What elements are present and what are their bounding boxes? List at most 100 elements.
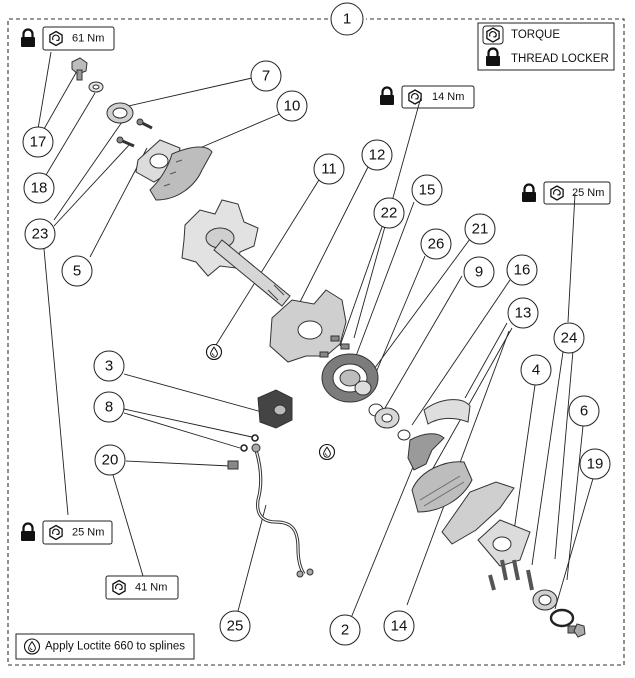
part-11-drive-sprocket [181,199,291,307]
part-15-brake-disc [321,353,379,403]
loctite-note-text: Apply Loctite 660 to splines [45,641,185,653]
loctite-drop-icon [23,638,41,655]
part-12-sprocket [269,289,347,363]
lock-icon [19,522,37,543]
part-2-bracket [407,433,445,471]
torque-value: 61 Nm [72,33,104,45]
part-23-screws [116,118,153,148]
lock-icon [19,28,37,49]
svg-text:6: 6 [580,403,588,420]
legend-thread-locker-label: THREAD LOCKER [511,53,609,65]
part-16-bearing [374,407,400,429]
svg-text:10: 10 [284,98,301,115]
callout-6: 6 [568,395,600,427]
lock-icon [520,183,538,204]
loctite-drop-icon [205,343,223,361]
svg-text:12: 12 [369,147,386,164]
svg-text:15: 15 [419,182,436,199]
svg-text:11: 11 [321,161,337,178]
callouts: 1 7 10 11 12 15 22 21 26 9 16 13 24 4 6 … [22,2,611,646]
svg-text:1: 1 [343,11,351,28]
callout-25: 25 [219,610,251,642]
callout-8: 8 [93,391,125,423]
svg-text:2: 2 [341,622,349,639]
part-bearing [532,589,558,611]
torque-tag-25-left: 25 Nm [19,520,113,545]
part-3-sensor [257,389,293,429]
part-14-housing [411,461,473,513]
callout-26: 26 [420,228,452,260]
part-26-hub [354,380,372,396]
torque-tag-41: 41 Nm [105,575,179,600]
callout-14: 14 [383,610,415,642]
parts-artwork [71,57,586,638]
svg-text:24: 24 [561,330,578,347]
torque-value: 25 Nm [72,527,104,539]
part-25-hose [254,449,306,575]
svg-text:13: 13 [515,305,532,322]
assembly-frame [7,18,625,666]
callout-22: 22 [373,197,405,229]
svg-text:3: 3 [105,358,113,375]
callout-4: 4 [520,354,552,386]
part-19-circlip [549,608,575,628]
svg-text:8: 8 [105,399,113,416]
part-8-oring [251,434,259,442]
callout-2: 2 [329,614,361,646]
part-22-bolts [319,335,350,358]
lock-icon [378,86,396,107]
callout-7: 7 [250,60,282,92]
torque-tag-25-right: 25 Nm [520,181,611,205]
callout-1: 1 [330,2,364,36]
callout-20: 20 [94,444,126,476]
svg-text:14: 14 [391,618,408,635]
torque-value: 14 Nm [432,91,464,103]
legend-box: TORQUE THREAD LOCKER [477,22,615,71]
part-7-bearing [106,102,134,124]
part-end-bolt [567,623,586,638]
part-6-flange [477,519,531,567]
part-4-plate [441,481,515,545]
svg-text:18: 18 [31,180,48,197]
svg-text:23: 23 [32,226,49,243]
callout-23: 23 [24,218,56,250]
part-17-bolt [71,57,88,81]
callout-16: 16 [506,254,538,286]
callout-3: 3 [93,350,125,382]
callout-13: 13 [507,297,539,329]
svg-text:4: 4 [532,362,540,379]
svg-text:21: 21 [472,221,489,238]
torque-tag-14: 14 Nm [378,85,475,109]
callout-11: 11 [313,153,345,185]
callout-9: 9 [463,256,495,288]
svg-text:25: 25 [227,618,244,635]
callout-5: 5 [61,255,93,287]
svg-text:26: 26 [428,236,445,253]
leader-lines [37,51,595,619]
torque-value: 25 Nm [572,187,604,199]
part-20-bolt [227,460,239,470]
part-8-oring [240,444,248,452]
callout-24: 24 [553,322,585,354]
loctite-drop-icon [318,443,336,461]
part-10-cover [149,146,213,201]
svg-text:19: 19 [587,456,604,473]
callout-17: 17 [22,126,54,158]
callout-12: 12 [361,139,393,171]
svg-text:22: 22 [381,205,398,222]
part-13-guard [423,399,471,425]
callout-15: 15 [411,174,443,206]
svg-text:9: 9 [475,264,483,281]
loctite-note: Apply Loctite 660 to splines [15,633,195,660]
svg-text:17: 17 [30,134,47,151]
legend-torque-label: TORQUE [511,29,560,41]
torque-value: 41 Nm [135,582,167,594]
callout-21: 21 [464,213,496,245]
callout-19: 19 [579,448,611,480]
part-21-seal [397,429,411,441]
svg-text:7: 7 [262,68,270,85]
callout-18: 18 [23,172,55,204]
svg-text:16: 16 [514,262,531,279]
torque-tag-61: 61 Nm [19,26,115,51]
